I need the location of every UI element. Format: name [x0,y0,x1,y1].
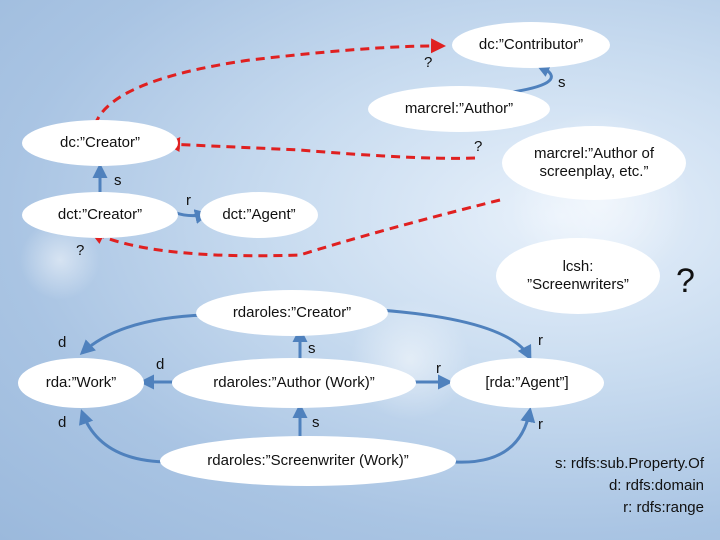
node-dct-agent: dct:”Agent” [200,192,318,238]
arrow-creator-to-agent-range [379,308,532,361]
node-marcrel-author-screenplay: marcrel:”Author of screenplay, etc.” [502,126,686,200]
legend-domain: d: rdfs:domain [608,477,704,494]
label-r-agent: r [186,192,191,209]
node-rda-work: rda:”Work” [18,358,144,408]
arrow-screenwriter-to-agent-range [454,407,536,464]
label-s-author-work: s [308,340,316,357]
node-dc-creator: dc:”Creator” [22,120,178,166]
label-r-rda-agent-top: r [538,332,543,349]
legend-subproperty: s: rdfs:sub.Property.Of [555,455,704,472]
node-rda-agent: [rda:”Agent”] [450,358,604,408]
label-s-creator: s [114,172,122,189]
label-d-author-work: d [156,356,165,373]
label-s-screenwriter: s [312,414,320,431]
label-s-contributor: s [558,74,566,91]
node-dct-creator: dct:”Creator” [22,192,178,238]
node-rdaroles-author-work: rdaroles:”Author (Work)” [172,358,416,408]
arrow-creator-to-work-domain [79,313,206,356]
node-lcsh-screenwriters: lcsh: ”Screenwriters” [496,238,660,314]
label-d-work-bottom: d [58,414,67,431]
node-rdaroles-screenwriter-work: rdaroles:”Screenwriter (Work)” [160,436,456,486]
label-q-left: ? [76,242,85,259]
dashed-arrow-creator-to-contributor [93,38,446,126]
legend: s: rdfs:sub.Property.Of d: rdfs:domain r… [555,453,704,519]
node-marcrel-author: marcrel:”Author” [368,86,550,132]
arrow-screenwriter-to-work-domain [79,409,171,464]
label-q-author: ? [474,138,483,155]
label-r-author-work: r [436,360,441,377]
dashed-arrow-screenplay-to-creator [165,137,476,160]
label-q-top: ? [424,54,433,71]
label-r-rda-agent-bottom: r [538,416,543,433]
label-q-big: ? [676,262,695,300]
node-rdaroles-creator: rdaroles:”Creator” [196,290,388,336]
legend-range: r: rdfs:range [623,499,704,516]
node-dc-contributor: dc:”Contributor” [452,22,610,68]
label-d-work-top: d [58,334,67,351]
